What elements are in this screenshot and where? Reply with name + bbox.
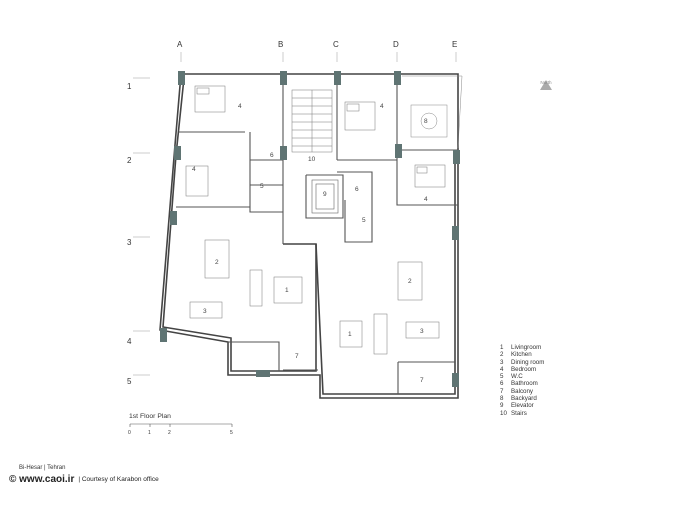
- room-label-living-e: 1: [348, 331, 352, 338]
- axis-label-5: 5: [127, 377, 132, 386]
- scale-tick-0: 0: [128, 430, 131, 436]
- scale-bar: [129, 423, 233, 427]
- furniture: [185, 85, 446, 355]
- room-label-bedroom-ne: 4: [380, 103, 384, 110]
- room-label-kitchen-w: 2: [215, 259, 219, 266]
- axis-label-c: C: [333, 40, 339, 49]
- legend-label: Balcony: [511, 387, 534, 395]
- room-label-dining-w: 3: [203, 308, 207, 315]
- project-caption: Bi-Hesar | Tehran: [19, 465, 66, 471]
- legend-item: 2 Kitchen: [500, 351, 544, 358]
- elevator-symbol: [311, 179, 339, 214]
- legend-number: 7: [500, 387, 504, 395]
- legend-label: Backyard: [511, 395, 537, 403]
- legend-item: 1 Livingroom: [500, 344, 544, 351]
- axis-label-d: D: [393, 40, 399, 49]
- legend-label: Kitchen: [511, 351, 532, 359]
- legend-item: 8 Backyard: [500, 395, 544, 402]
- credit-text: | Courtesy of Karabon office: [78, 476, 159, 483]
- room-label-bedroom-e: 4: [424, 196, 428, 203]
- room-label-bathroom-w: 6: [270, 152, 274, 159]
- room-label-stairs: 10: [308, 156, 316, 163]
- legend-item: 10 Stairs: [500, 410, 544, 417]
- room-label-dining-e: 3: [420, 328, 424, 335]
- room-label-living-w: 1: [285, 287, 289, 294]
- interior-walls: [176, 74, 458, 394]
- site-link[interactable]: © www.caoi.ir: [9, 474, 75, 485]
- legend-label: Stairs: [511, 409, 527, 417]
- axis-label-1: 1: [127, 82, 132, 91]
- legend-item: 3 Dining room: [500, 359, 544, 366]
- row-axis-lines: [133, 77, 150, 376]
- column-axis-lines: [180, 52, 457, 62]
- scale-tick-5: 5: [230, 430, 233, 436]
- axis-label-e: E: [452, 40, 457, 49]
- column-axis-labels: A B C D E: [177, 40, 457, 49]
- structural-columns: [160, 71, 460, 387]
- legend-label: Bathroom: [511, 380, 538, 388]
- room-label-balcony-w: 7: [295, 353, 299, 360]
- legend-number: 10: [500, 409, 507, 417]
- legend-label: W.C: [511, 373, 523, 381]
- room-label-elevator: 9: [323, 191, 327, 198]
- legend-item: 4 Bedroom: [500, 366, 544, 373]
- legend-item: 9 Elevator: [500, 402, 544, 409]
- axis-label-3: 3: [127, 238, 132, 247]
- legend-label: Elevator: [511, 402, 534, 410]
- legend-number: 1: [500, 344, 504, 351]
- axis-label-2: 2: [127, 156, 132, 165]
- north-arrow-icon: [540, 80, 552, 90]
- legend-number: 4: [500, 365, 504, 373]
- legend-number: 3: [500, 358, 504, 366]
- room-label-bedroom-w: 4: [192, 166, 196, 173]
- legend-item: 7 Balcony: [500, 388, 544, 395]
- north-label: North: [540, 80, 552, 85]
- scale-bar-ticks: 0 1 2 5: [128, 430, 233, 436]
- row-axis-labels: 1 2 3 4 5: [127, 82, 132, 386]
- room-label-backyard: 8: [424, 118, 428, 125]
- room-label-wc-e: 5: [362, 217, 366, 224]
- stairs-symbol: [291, 89, 333, 153]
- legend-label: Bedroom: [511, 365, 537, 373]
- legend-item: 5 W.C: [500, 373, 544, 380]
- room-label-kitchen-e: 2: [408, 278, 412, 285]
- legend-item: 6 Bathroom: [500, 380, 544, 387]
- legend-label: Dining room: [511, 358, 545, 366]
- site-credit: © www.caoi.ir | Courtesy of Karabon offi…: [9, 474, 159, 485]
- legend-number: 8: [500, 395, 504, 403]
- legend-number: 9: [500, 402, 504, 410]
- plan-title: 1st Floor Plan: [129, 413, 171, 420]
- axis-label-b: B: [278, 40, 283, 49]
- room-label-bathroom-e: 6: [355, 186, 359, 193]
- legend-number: 2: [500, 351, 504, 359]
- axis-label-4: 4: [127, 337, 132, 346]
- backyard-symbol: [402, 75, 463, 149]
- room-legend: 1 Livingroom 2 Kitchen 3 Dining room 4 Bedro…: [500, 344, 544, 417]
- legend-label: Livingroom: [511, 344, 542, 351]
- scale-tick-1: 1: [148, 430, 151, 436]
- scale-tick-2: 2: [168, 430, 171, 436]
- legend-number: 6: [500, 380, 504, 388]
- room-label-bedroom-nw: 4: [238, 103, 242, 110]
- room-numbers: 4 4 6 5 10 4 8 9 6 5 4 2 1 3 7 2 1 3 7: [192, 103, 428, 384]
- room-label-balcony-e: 7: [420, 377, 424, 384]
- room-label-wc-w: 5: [260, 183, 264, 190]
- axis-label-a: A: [177, 40, 183, 49]
- legend-number: 5: [500, 373, 504, 381]
- exterior-walls: [159, 73, 459, 399]
